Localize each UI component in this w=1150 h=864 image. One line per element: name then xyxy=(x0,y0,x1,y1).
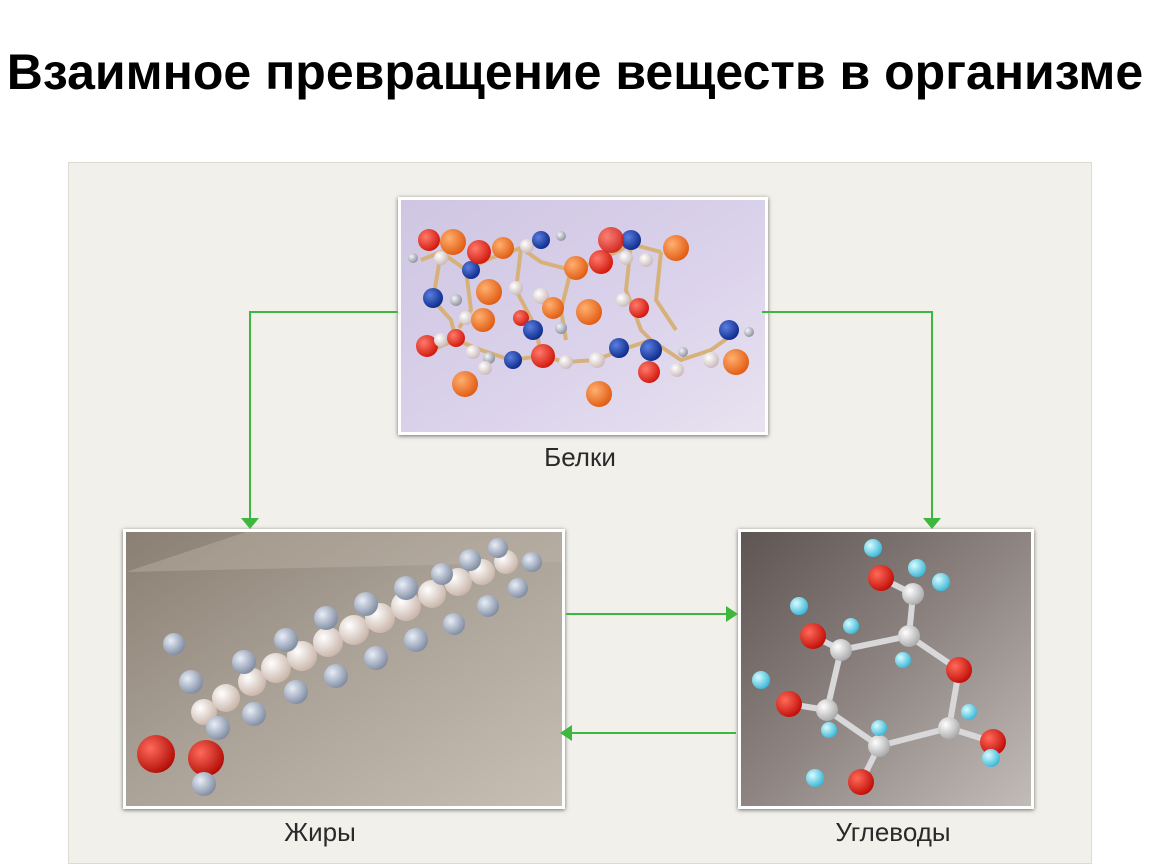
fats-image xyxy=(123,529,565,809)
carbohydrates-image xyxy=(738,529,1034,809)
proteins-label: Белки xyxy=(544,442,616,472)
fats-label: Жиры xyxy=(284,817,356,847)
slide-title: Взаимное превращение веществ в организме xyxy=(6,44,1144,100)
arrowhead-proteins-to-fats xyxy=(241,518,259,529)
arrow-proteins-to-fats xyxy=(249,311,398,520)
arrowhead-carbs-to-fats xyxy=(560,725,572,741)
proteins-image xyxy=(398,197,768,435)
arrowhead-fats-to-carbs xyxy=(726,606,738,622)
carbohydrates-label: Углеводы xyxy=(835,817,951,847)
arrowhead-proteins-to-carbs xyxy=(923,518,941,529)
arrow-proteins-to-carbs xyxy=(762,311,933,520)
